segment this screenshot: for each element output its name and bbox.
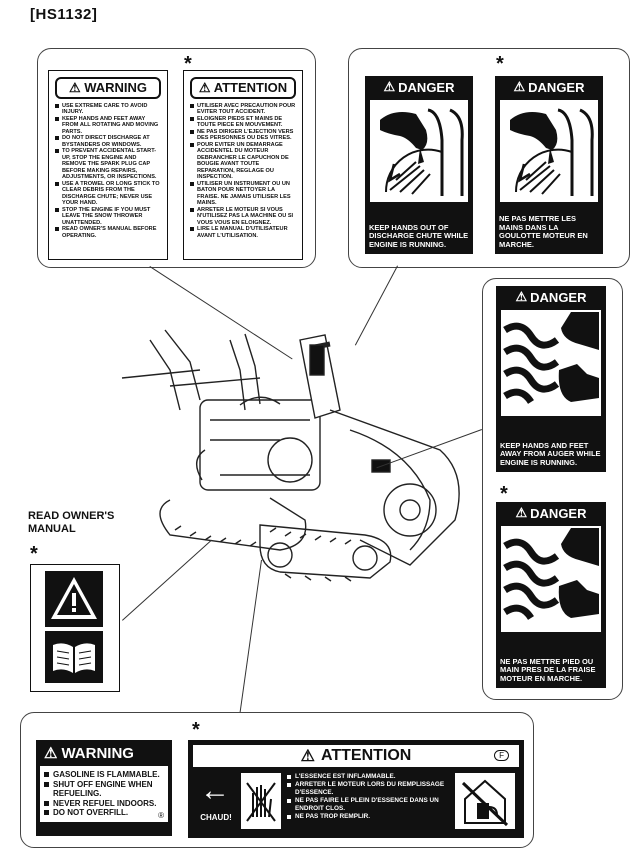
warning-header: ⚠ WARNING <box>36 740 172 766</box>
warning-triangle-icon: ⚠ <box>300 748 315 765</box>
model-label: [HS1132] <box>30 6 98 23</box>
hand-in-chute-icon <box>370 100 468 202</box>
list-item: DO NOT OVERFILL. <box>44 808 164 818</box>
warning-header: ⚠ WARNING <box>55 77 161 99</box>
warning-triangle-icon: ⚠ <box>68 80 81 95</box>
list-item: DO NOT DIRECT DISCHARGE AT BYSTANDERS OR… <box>55 135 161 148</box>
list-item: UTILISER UN INSTRUMENT OU UN BATON POUR … <box>190 181 296 207</box>
read-manual-label <box>30 564 120 692</box>
asterisk-marker: * <box>496 53 504 75</box>
warning-triangle-icon: ⚠ <box>198 80 211 95</box>
hand-in-chute-icon <box>500 100 598 202</box>
attention-header: ⚠ ATTENTION <box>190 77 296 99</box>
no-hand-icon <box>241 773 281 829</box>
manual-book-icon <box>45 631 103 683</box>
danger-auger-label-fr: ⚠DANGER NE PAS METTRE PIED OU MAIN PRES … <box>496 502 606 688</box>
danger-title: DANGER <box>528 79 585 95</box>
list-item: KEEP HANDS AND FEET AWAY FROM ALL ROTATI… <box>55 116 161 135</box>
auger-hand-foot-icon <box>501 526 601 632</box>
warning-body: GASOLINE IS FLAMMABLE. SHUT OFF ENGINE W… <box>40 766 168 822</box>
danger-text: KEEP HANDS OUT OF DISCHARGE CHUTE WHILE … <box>369 222 469 249</box>
read-manual-caption: READ OWNER'S MANUAL <box>28 510 115 535</box>
attention-label-fr: ⚠ ATTENTION UTILISER AVEC PRECAUTION POU… <box>183 70 303 260</box>
warning-title: WARNING <box>84 80 148 95</box>
danger-header: ⚠DANGER <box>496 502 606 524</box>
danger-text: NE PAS METTRE LES MAINS DANS LA GOULOTTE… <box>499 214 588 249</box>
danger-chute-label-en: ⚠DANGER KEEP HANDS OUT OF DISCHARGE CHUT… <box>365 76 473 254</box>
attention-items: UTILISER AVEC PRECAUTION POUR EVITER TOU… <box>184 103 302 239</box>
fuel-warning-label-en: ⚠ WARNING GASOLINE IS FLAMMABLE. SHUT OF… <box>36 740 172 836</box>
fuel-attention-items: L'ESSENCE EST INFLAMMABLE. ARRETER LE MO… <box>287 773 447 821</box>
hot-label: CHAUD! <box>200 813 232 822</box>
warning-triangle-icon <box>45 571 103 627</box>
warning-triangle-icon: ⚠ <box>44 745 58 762</box>
list-item: NE PAS DIRIGER L'EJECTION VERS DES PERSO… <box>190 129 296 142</box>
fuel-attention-label-fr: ⚠ ATTENTION F ← CHAUD! L'ESSENCE EST INF… <box>188 740 524 838</box>
list-item: POUR EVITER UN DEMARRAGE ACCIDENTEL DU M… <box>190 142 296 181</box>
asterisk-marker: * <box>500 483 508 505</box>
warning-triangle-icon: ⚠ <box>515 289 528 304</box>
list-item: NEVER REFUEL INDOORS. <box>44 799 164 809</box>
list-item: GASOLINE IS FLAMMABLE. <box>44 770 164 780</box>
attention-title: ATTENTION <box>213 80 288 95</box>
list-item: NE PAS FAIRE LE PLEIN D'ESSENCE DANS UN … <box>287 797 447 813</box>
warning-label-en: ⚠ WARNING USE EXTREME CARE TO AVOID INJU… <box>48 70 168 260</box>
no-fuel-indoors-icon <box>455 773 515 829</box>
list-item: SHUT OFF ENGINE WHEN REFUELING. <box>44 780 164 799</box>
list-item: LIRE LE MANUAL D'UTILISATEUR AVANT L'UTI… <box>190 226 296 239</box>
list-item: ELOIGNER PIEDS ET MAINS DE TOUTE PIECE E… <box>190 116 296 129</box>
hot-arrow-icon: ← <box>200 774 230 807</box>
danger-chute-label-fr: ⚠DANGER NE PAS METTRE LES MAINS DANS LA … <box>495 76 603 254</box>
list-item: L'ESSENCE EST INFLAMMABLE. <box>287 773 447 781</box>
danger-text: NE PAS METTRE PIED OU MAIN PRES DE LA FR… <box>500 656 596 683</box>
warning-title: WARNING <box>61 744 134 762</box>
danger-title: DANGER <box>530 505 587 521</box>
danger-title: DANGER <box>530 289 587 305</box>
language-badge: F <box>494 750 509 761</box>
registered-mark: ® <box>158 810 164 820</box>
fuel-warning-items: GASOLINE IS FLAMMABLE. SHUT OFF ENGINE W… <box>44 770 164 818</box>
list-item: USE EXTREME CARE TO AVOID INJURY. <box>55 103 161 116</box>
danger-title: DANGER <box>398 79 455 95</box>
list-item: UTILISER AVEC PRECAUTION POUR EVITER TOU… <box>190 103 296 116</box>
danger-auger-label-en: ⚠DANGER KEEP HANDS AND FEET AWAY FROM AU… <box>496 286 606 472</box>
asterisk-marker: * <box>30 543 38 565</box>
asterisk-marker: * <box>192 719 200 741</box>
warning-triangle-icon: ⚠ <box>383 79 396 94</box>
list-item: USE A TROWEL OR LONG STICK TO CLEAR DEBR… <box>55 181 161 207</box>
list-item: ARRETER LE MOTEUR LORS DU REMPLISSAGE D'… <box>287 781 447 797</box>
list-item: TO PREVENT ACCIDENTAL START-UP, STOP THE… <box>55 148 161 180</box>
list-item: ARRETER LE MOTEUR SI VOUS N'UTILISEZ PAS… <box>190 207 296 226</box>
auger-hand-foot-icon <box>501 310 601 416</box>
danger-header: ⚠DANGER <box>495 76 603 98</box>
attention-header: ⚠ ATTENTION F <box>193 745 519 767</box>
list-item: NE PAS TROP REMPLIR. <box>287 813 447 821</box>
snow-thrower-illustration <box>121 329 460 582</box>
warning-items: USE EXTREME CARE TO AVOID INJURY. KEEP H… <box>49 103 167 239</box>
list-item: READ OWNER'S MANUAL BEFORE OPERATING. <box>55 226 161 239</box>
danger-header: ⚠DANGER <box>365 76 473 98</box>
asterisk-marker: * <box>184 53 192 75</box>
list-item: STOP THE ENGINE IF YOU MUST LEAVE THE SN… <box>55 207 161 226</box>
warning-triangle-icon: ⚠ <box>515 505 528 520</box>
danger-text: KEEP HANDS AND FEET AWAY FROM AUGER WHIL… <box>500 440 601 467</box>
attention-title: ATTENTION <box>320 747 412 764</box>
warning-triangle-icon: ⚠ <box>513 79 526 94</box>
danger-header: ⚠DANGER <box>496 286 606 308</box>
